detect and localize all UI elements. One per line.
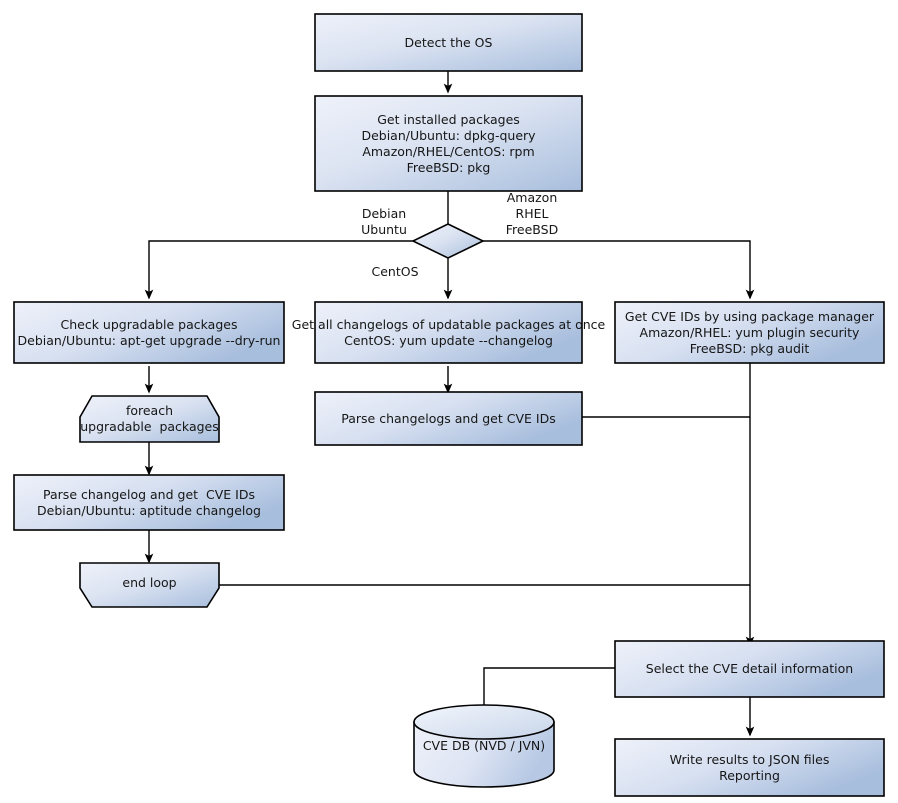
edge-label-centos: CentOS [371, 264, 419, 279]
node-get-all-changelogs[interactable] [314, 301, 583, 364]
node-end-loop[interactable] [79, 562, 220, 608]
node-parse-changelogs-mid[interactable] [314, 391, 583, 446]
node-select-cve-detail[interactable] [614, 640, 885, 698]
node-os-decision[interactable] [411, 223, 485, 259]
node-cve-db[interactable] [413, 704, 555, 788]
node-write-results[interactable] [614, 738, 885, 797]
node-detect-os[interactable] [314, 13, 583, 72]
node-check-upgradable[interactable] [13, 301, 285, 364]
node-get-installed-packages[interactable] [314, 95, 583, 192]
edge-select-to-cvedb [483, 667, 615, 712]
edge-label-debian-ubuntu: Debian Ubuntu [361, 206, 407, 237]
node-parse-changelog-left[interactable] [13, 474, 285, 531]
edge-decision-left [144, 240, 413, 300]
node-get-cve-ids-package-manager[interactable] [614, 301, 885, 364]
edge-label-amazon-rhel-freebsd: Amazon RHEL FreeBSD [505, 190, 559, 237]
edge-decision-right [483, 240, 755, 300]
node-foreach-loop[interactable] [79, 395, 220, 443]
